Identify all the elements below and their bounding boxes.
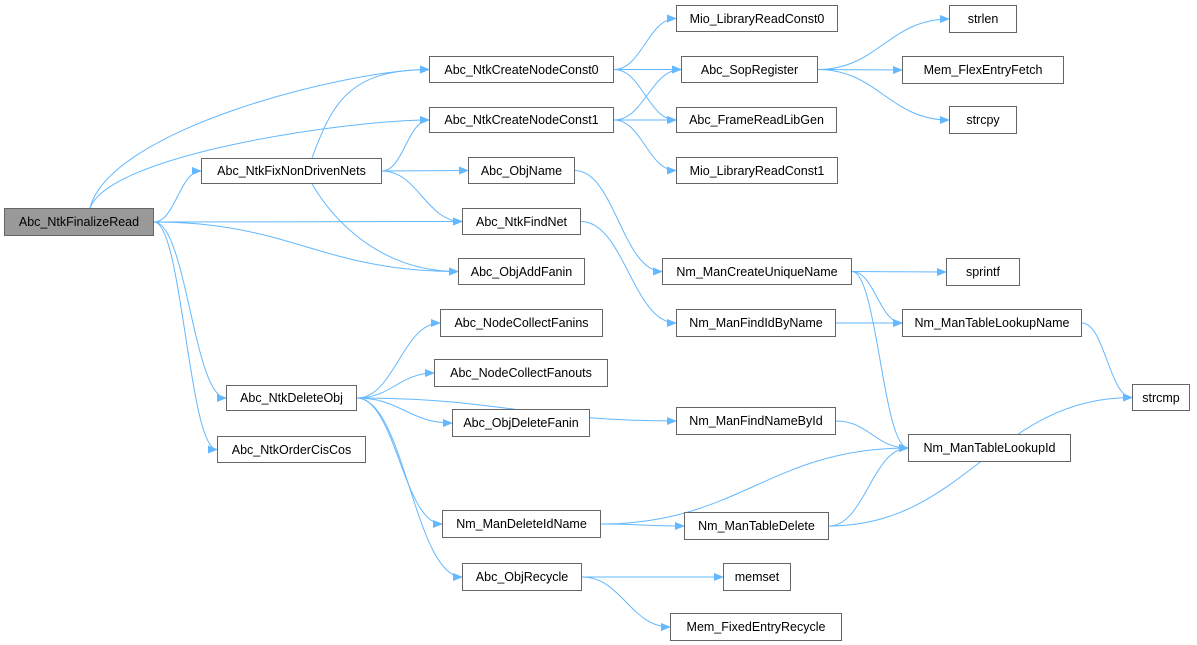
edge-finalize-to-ordercis <box>153 221 218 454</box>
node-nm-mantablelookupid[interactable]: Nm_ManTableLookupId <box>908 434 1071 462</box>
node-abc-ntkdeleteobj[interactable]: Abc_NtkDeleteObj <box>226 385 357 411</box>
edge-delidname-to-lookid <box>600 444 909 525</box>
edge-finalize-to-const1 <box>89 116 430 209</box>
edge-deleteobj-to-recycle <box>356 397 463 581</box>
edge-objname-to-uniq <box>574 170 663 276</box>
edge-deleteobj-to-delidname <box>356 397 443 528</box>
node-abc-ntkfindnet[interactable]: Abc_NtkFindNet <box>462 208 581 235</box>
edge-recycle-to-fixedrec <box>581 576 671 631</box>
edge-const0-to-mio0 <box>613 14 677 70</box>
edge-finalize-to-const0 <box>89 65 430 209</box>
node-abc-sopregister[interactable]: Abc_SopRegister <box>681 56 818 83</box>
node-abc-ntkorderciscos[interactable]: Abc_NtkOrderCisCos <box>217 436 366 463</box>
edge-uniq-to-sprintf <box>851 267 947 276</box>
edge-uniq-to-lookid <box>851 271 909 452</box>
node-strcpy[interactable]: strcpy <box>949 106 1017 134</box>
node-sprintf[interactable]: sprintf <box>946 258 1020 286</box>
node-nm-mantabledelete[interactable]: Nm_ManTableDelete <box>684 512 829 540</box>
edge-finalize-to-deleteobj <box>153 221 227 402</box>
node-nm-mancreateuniquename[interactable]: Nm_ManCreateUniqueName <box>662 258 852 285</box>
node-memset[interactable]: memset <box>723 563 791 591</box>
edge-deleteobj-to-collfanouts <box>356 369 435 399</box>
node-mio-libraryreadconst0[interactable]: Mio_LibraryReadConst0 <box>676 5 838 32</box>
edge-fixnon-to-findnet <box>381 170 463 226</box>
node-mem-fixedentryrecycle[interactable]: Mem_FixedEntryRecycle <box>670 613 842 641</box>
edge-sopreg-to-flexfetch <box>817 65 903 74</box>
node-abc-objaddfanin[interactable]: Abc_ObjAddFanin <box>458 258 585 285</box>
edge-findnet-to-findid <box>580 221 677 327</box>
node-mio-libraryreadconst1[interactable]: Mio_LibraryReadConst1 <box>676 157 838 184</box>
node-abc-ntkfixnondrivennets[interactable]: Abc_NtkFixNonDrivenNets <box>201 158 382 184</box>
node-nm-mantablelookupname[interactable]: Nm_ManTableLookupName <box>902 309 1082 337</box>
node-mem-flexentryfetch[interactable]: Mem_FlexEntryFetch <box>902 56 1064 84</box>
edge-uniq-to-lookname <box>851 271 903 327</box>
edge-deleteobj-to-delfanin <box>356 397 453 427</box>
edge-finalize-to-addfanin <box>153 221 459 276</box>
node-abc-ntkcreatenodeconst0[interactable]: Abc_NtkCreateNodeConst0 <box>429 56 614 83</box>
edge-fixnon-to-const0 <box>311 65 430 159</box>
edge-finalize-to-fixnon <box>153 167 202 223</box>
edge-sopreg-to-strcpy <box>817 69 950 124</box>
node-abc-ntkcreatenodeconst1[interactable]: Abc_NtkCreateNodeConst1 <box>429 107 614 133</box>
node-nm-manfindnamebyid[interactable]: Nm_ManFindNameById <box>676 407 836 435</box>
edge-const0-to-framelib <box>613 69 677 124</box>
edge-fixnon-to-addfanin <box>311 183 459 276</box>
edge-finalize-to-findnet <box>153 217 463 226</box>
edge-sopreg-to-strlen <box>817 15 950 70</box>
edge-fixnon-to-const1 <box>381 116 430 172</box>
node-abc-objrecycle[interactable]: Abc_ObjRecycle <box>462 563 582 591</box>
node-abc-nodecollectfanins[interactable]: Abc_NodeCollectFanins <box>440 309 603 337</box>
node-nm-mandeleteidname[interactable]: Nm_ManDeleteIdName <box>442 510 601 538</box>
edge-const1-to-sopreg <box>613 65 682 121</box>
node-abc-objname[interactable]: Abc_ObjName <box>468 157 575 184</box>
node-abc-nodecollectfanouts[interactable]: Abc_NodeCollectFanouts <box>434 359 608 387</box>
node-strlen[interactable]: strlen <box>949 5 1017 33</box>
node-abc-framereadlibgen[interactable]: Abc_FrameReadLibGen <box>676 107 837 133</box>
node-abc-objdeletefanin[interactable]: Abc_ObjDeleteFanin <box>452 409 590 437</box>
edge-findname-to-lookid <box>835 420 909 452</box>
node-strcmp[interactable]: strcmp <box>1132 384 1190 411</box>
edge-fixnon-to-objname <box>381 166 469 175</box>
edge-const1-to-mio1 <box>613 119 677 175</box>
edge-tabdel-to-lookid <box>828 444 909 527</box>
edge-delidname-to-tabdel <box>600 521 685 530</box>
edge-lookname-to-strcmp <box>1081 322 1133 402</box>
node-abc-ntkfinalizeread[interactable]: Abc_NtkFinalizeRead <box>4 208 154 236</box>
edge-deleteobj-to-collfanins <box>356 319 441 399</box>
node-nm-manfindidbyname[interactable]: Nm_ManFindIdByName <box>676 309 836 337</box>
